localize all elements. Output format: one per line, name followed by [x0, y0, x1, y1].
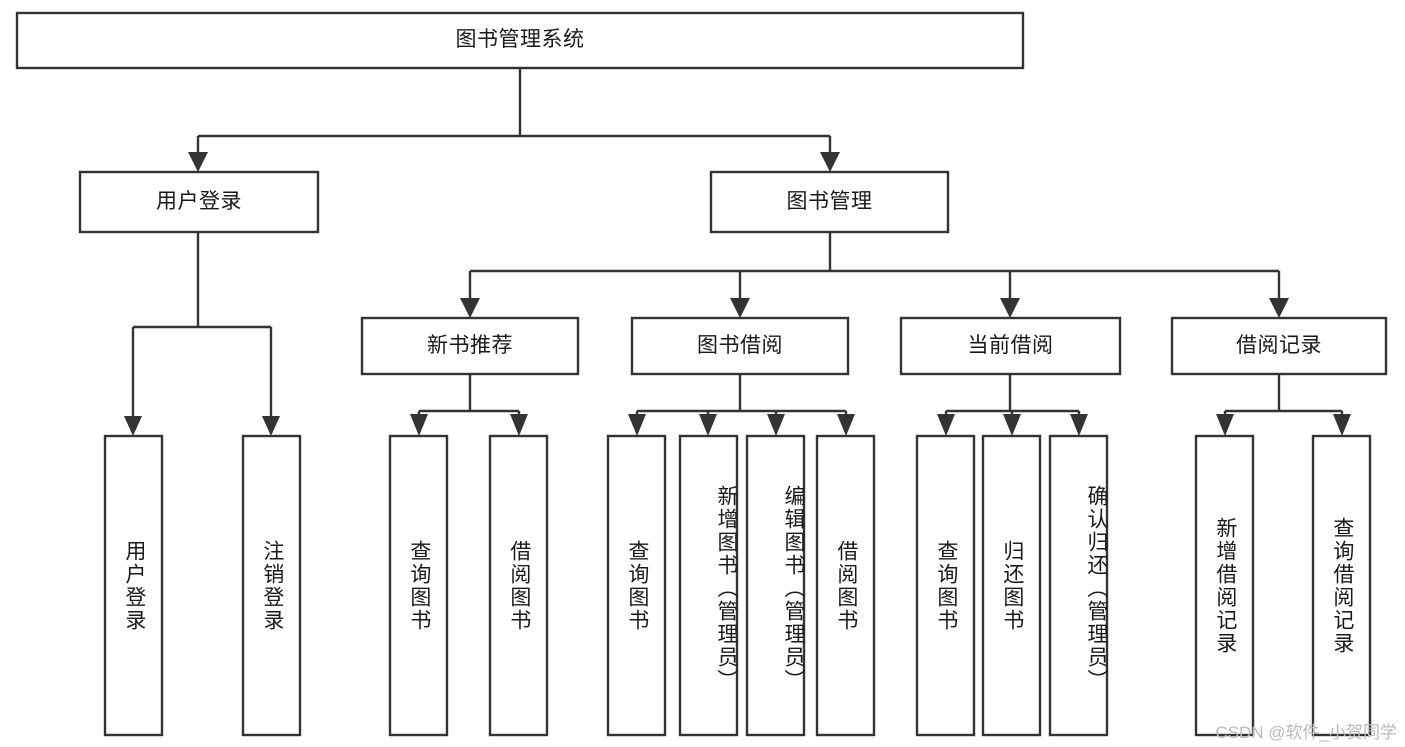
- arrow-to-leaf-query-book-3: [937, 414, 955, 436]
- arrow-to-leaf-add-book: [699, 414, 717, 436]
- node-box-root[interactable]: [15, 11, 1025, 70]
- arrow-to-book-manage: [820, 152, 840, 172]
- node-box-leaf-query-record[interactable]: [1311, 434, 1372, 737]
- arrow-to-leaf-user-login: [124, 416, 142, 436]
- arrow-to-book-borrow: [730, 298, 750, 318]
- arrow-to-leaf-borrow-book-1: [510, 414, 528, 436]
- node-box-group: [15, 11, 1388, 737]
- node-box-new-book-rec[interactable]: [360, 316, 580, 376]
- node-box-book-manage[interactable]: [709, 170, 950, 234]
- node-box-leaf-edit-book[interactable]: [745, 434, 806, 737]
- node-box-user-login[interactable]: [78, 170, 320, 234]
- arrow-to-borrow-record: [1269, 298, 1289, 318]
- node-box-current-borrow[interactable]: [899, 316, 1122, 376]
- arrow-to-leaf-edit-book: [767, 414, 785, 436]
- node-box-leaf-query-book-1[interactable]: [388, 434, 449, 737]
- node-box-leaf-add-book[interactable]: [678, 434, 739, 737]
- arrow-to-leaf-query-record: [1333, 414, 1351, 436]
- arrow-to-leaf-user-logout: [262, 416, 280, 436]
- node-box-leaf-add-record[interactable]: [1194, 434, 1255, 737]
- node-box-leaf-borrow-book-1[interactable]: [488, 434, 549, 737]
- node-box-leaf-query-book-2[interactable]: [606, 434, 667, 737]
- node-box-book-borrow[interactable]: [630, 316, 850, 376]
- node-box-leaf-query-book-3[interactable]: [915, 434, 976, 737]
- node-box-leaf-confirm-return[interactable]: [1048, 434, 1109, 737]
- arrow-to-leaf-query-book-1: [410, 414, 428, 436]
- node-box-borrow-record[interactable]: [1170, 316, 1388, 376]
- arrow-to-user-login: [188, 152, 208, 172]
- node-box-leaf-user-logout[interactable]: [241, 434, 302, 737]
- arrow-to-leaf-confirm-return: [1070, 414, 1088, 436]
- node-box-leaf-borrow-book-2[interactable]: [815, 434, 876, 737]
- connector-group: [124, 68, 1351, 436]
- arrow-to-leaf-return-book: [1003, 414, 1021, 436]
- arrow-to-leaf-query-book-2: [628, 414, 646, 436]
- node-box-leaf-user-login[interactable]: [103, 434, 164, 737]
- arrow-to-current-borrow: [1000, 298, 1020, 318]
- node-box-leaf-return-book[interactable]: [981, 434, 1042, 737]
- arrow-to-new-book-rec: [460, 298, 480, 318]
- arrow-to-leaf-borrow-book-2: [837, 414, 855, 436]
- arrow-to-leaf-add-record: [1216, 414, 1234, 436]
